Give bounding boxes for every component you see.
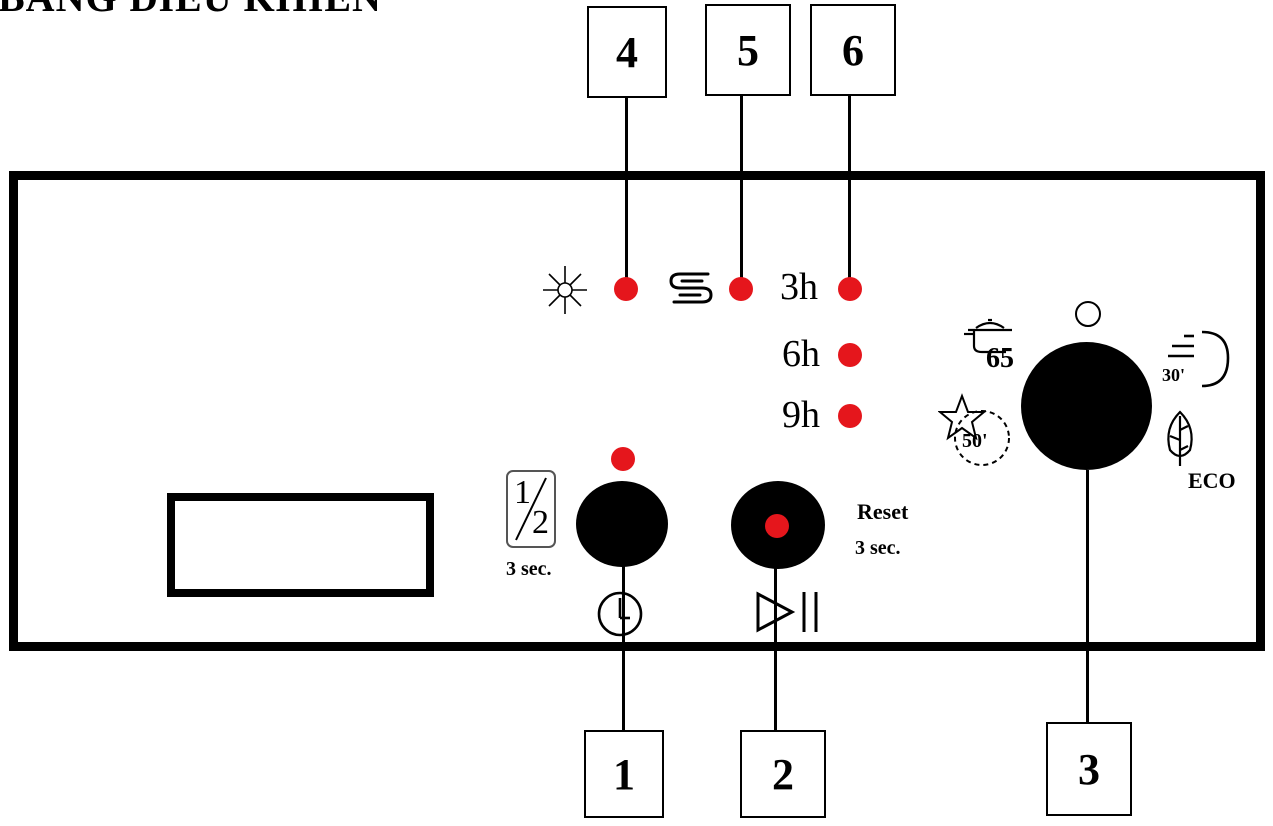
rinse-aid-led: [729, 277, 753, 301]
delay-9h-led: [838, 404, 862, 428]
leader-line-4: [625, 96, 628, 288]
delay-6h-led: [838, 343, 862, 367]
delay-clock-icon: [597, 591, 643, 637]
intensive-temp-label: 65: [986, 343, 1014, 374]
delay-3h-led: [838, 277, 862, 301]
rinse-aid-icon: [669, 272, 713, 304]
half-load-badge: 1 2: [506, 470, 556, 548]
salt-icon: [543, 266, 587, 314]
leader-line-1: [622, 528, 625, 732]
callout-2: 2: [740, 730, 826, 818]
half-numerator: 1: [514, 474, 531, 511]
callout-1: 1: [584, 730, 664, 818]
delay-9h-label: 9h: [782, 394, 820, 436]
callout-5: 5: [705, 4, 791, 96]
salt-led: [614, 277, 638, 301]
callout-6: 6: [810, 4, 896, 96]
glass-time-label: 50': [962, 430, 988, 452]
quick-wash-icon: [1168, 330, 1230, 388]
quick-wash-time-label: 30': [1162, 365, 1186, 385]
delay-3h-label: 3h: [780, 266, 818, 308]
leader-line-2: [774, 525, 777, 732]
eco-label: ECO: [1188, 468, 1236, 493]
start-pause-button[interactable]: [731, 481, 825, 569]
reset-label-line1: Reset: [857, 499, 909, 524]
leader-line-5: [740, 92, 743, 288]
callout-4: 4: [587, 6, 667, 98]
half-load-hold-label: 3 sec.: [506, 558, 552, 580]
start-pause-icon: [756, 591, 818, 633]
leader-line-3: [1086, 470, 1089, 724]
delay-6h-label: 6h: [782, 333, 820, 375]
delay-half-load-button[interactable]: [576, 481, 668, 567]
leader-line-6: [848, 92, 851, 288]
panel-heading: BẢNG ĐIỀU KHIỂN: [0, 0, 382, 21]
callout-3: 3: [1046, 722, 1132, 816]
eco-leaf-icon: [1167, 410, 1193, 466]
program-selector-knob[interactable]: [1021, 342, 1152, 470]
off-position-icon: [1075, 301, 1101, 327]
pot-icon: [964, 318, 1012, 354]
half-load-led: [611, 447, 635, 471]
start-pause-led: [765, 514, 789, 538]
digital-display: [167, 493, 434, 597]
half-denominator: 2: [532, 504, 549, 541]
half-fraction-slash: [515, 477, 547, 541]
reset-label-line2: 3 sec.: [855, 537, 901, 559]
control-panel: [9, 171, 1265, 651]
glass-icon: [938, 393, 1010, 466]
